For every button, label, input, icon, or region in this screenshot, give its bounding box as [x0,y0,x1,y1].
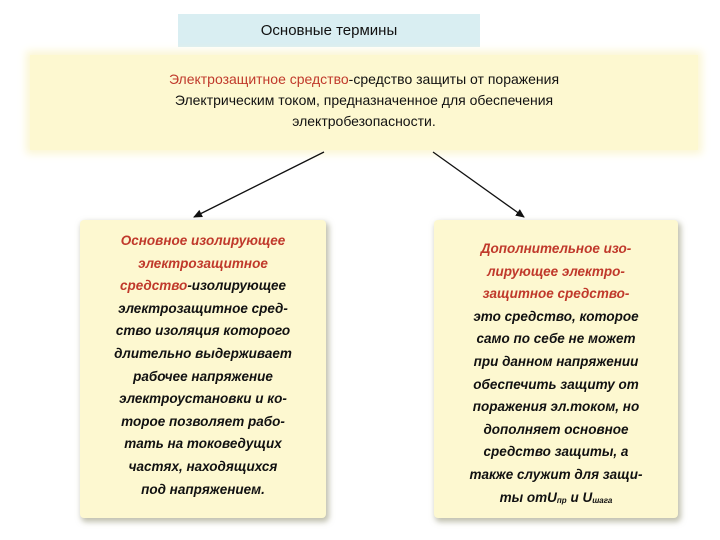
left-term-line-1: Основное изолирующее [120,233,286,248]
title-box: Основные термины [178,14,480,47]
right-term-line-2: лирующее электро- [487,263,625,279]
right-body-line: само по себе не может [476,331,636,347]
left-body-line: ство изоляция которого [115,323,291,339]
page-title: Основные термины [260,22,398,39]
right-last-and: и [566,489,583,505]
left-term-end: средство [119,278,188,294]
left-body-line: электроустановки и ко- [119,391,287,407]
definition-box: Электрозащитное средство-средство защиты… [30,55,698,150]
right-last-prefix: ты от [499,489,548,505]
right-last-line: ты отUпр и Uшага [434,487,678,513]
left-body-line: частях, находящихся [128,458,278,474]
definition-line-2: Электрическим током, предназначенное для… [174,92,554,108]
left-body-line: торое позволяет рабо- [121,413,285,429]
right-body-line: средство защиты, а [483,444,629,460]
right-body-line: также служит для защи- [469,466,643,482]
right-body-line: обеспечить защиту от [473,376,639,392]
right-body-line: поражения эл.током, но [472,399,640,415]
definition-term: Электрозащитное средство [168,71,349,87]
right-term-line-3: защитное средство- [434,283,678,306]
right-body-line: дополняет основное [483,421,629,437]
right-term-suffix: - [624,286,630,302]
subscript-shaga: шага [592,495,613,505]
arrow-right [432,151,525,218]
left-rest-first: -изолирующее [187,278,287,294]
subscript-pr: пр [556,495,567,505]
definition-text: Электрозащитное средство-средство защиты… [30,69,698,132]
arrow-left [193,151,325,218]
additional-insulating-text: Дополнительное изо- лирующее электро- за… [434,238,678,512]
right-term-line-1: Дополнительное изо- [480,241,632,256]
right-body-line: это средство, которое [473,308,639,324]
left-body-line: тать на токоведущих [124,436,282,452]
u-symbol-1: U [547,489,557,505]
definition-line-1-rest: -средство защиты от поражения [348,71,560,87]
left-body-line: электрозащитное сред- [118,300,288,316]
definition-line-1: Электрозащитное средство-средство защиты… [30,69,698,90]
left-body-line: рабочее напряжение [133,368,273,384]
u-symbol-2: U [582,489,593,505]
basic-insulating-card: Основное изолирующее электрозащитное сре… [80,220,326,518]
left-body-line: под напряжением. [141,481,265,497]
left-body-line: длительно выдерживает [114,345,292,361]
right-body-line: при данном напряжении [473,353,639,369]
left-term-line-2: электрозащитное [138,255,268,271]
additional-insulating-card: Дополнительное изо- лирующее электро- за… [434,220,678,518]
definition-line-3: электробезопасности. [292,113,436,129]
basic-insulating-text: Основное изолирующее электрозащитное сре… [80,230,326,501]
left-term-line-3: средство-изолирующее [80,275,326,298]
right-term-end: защитное средство [482,286,625,302]
